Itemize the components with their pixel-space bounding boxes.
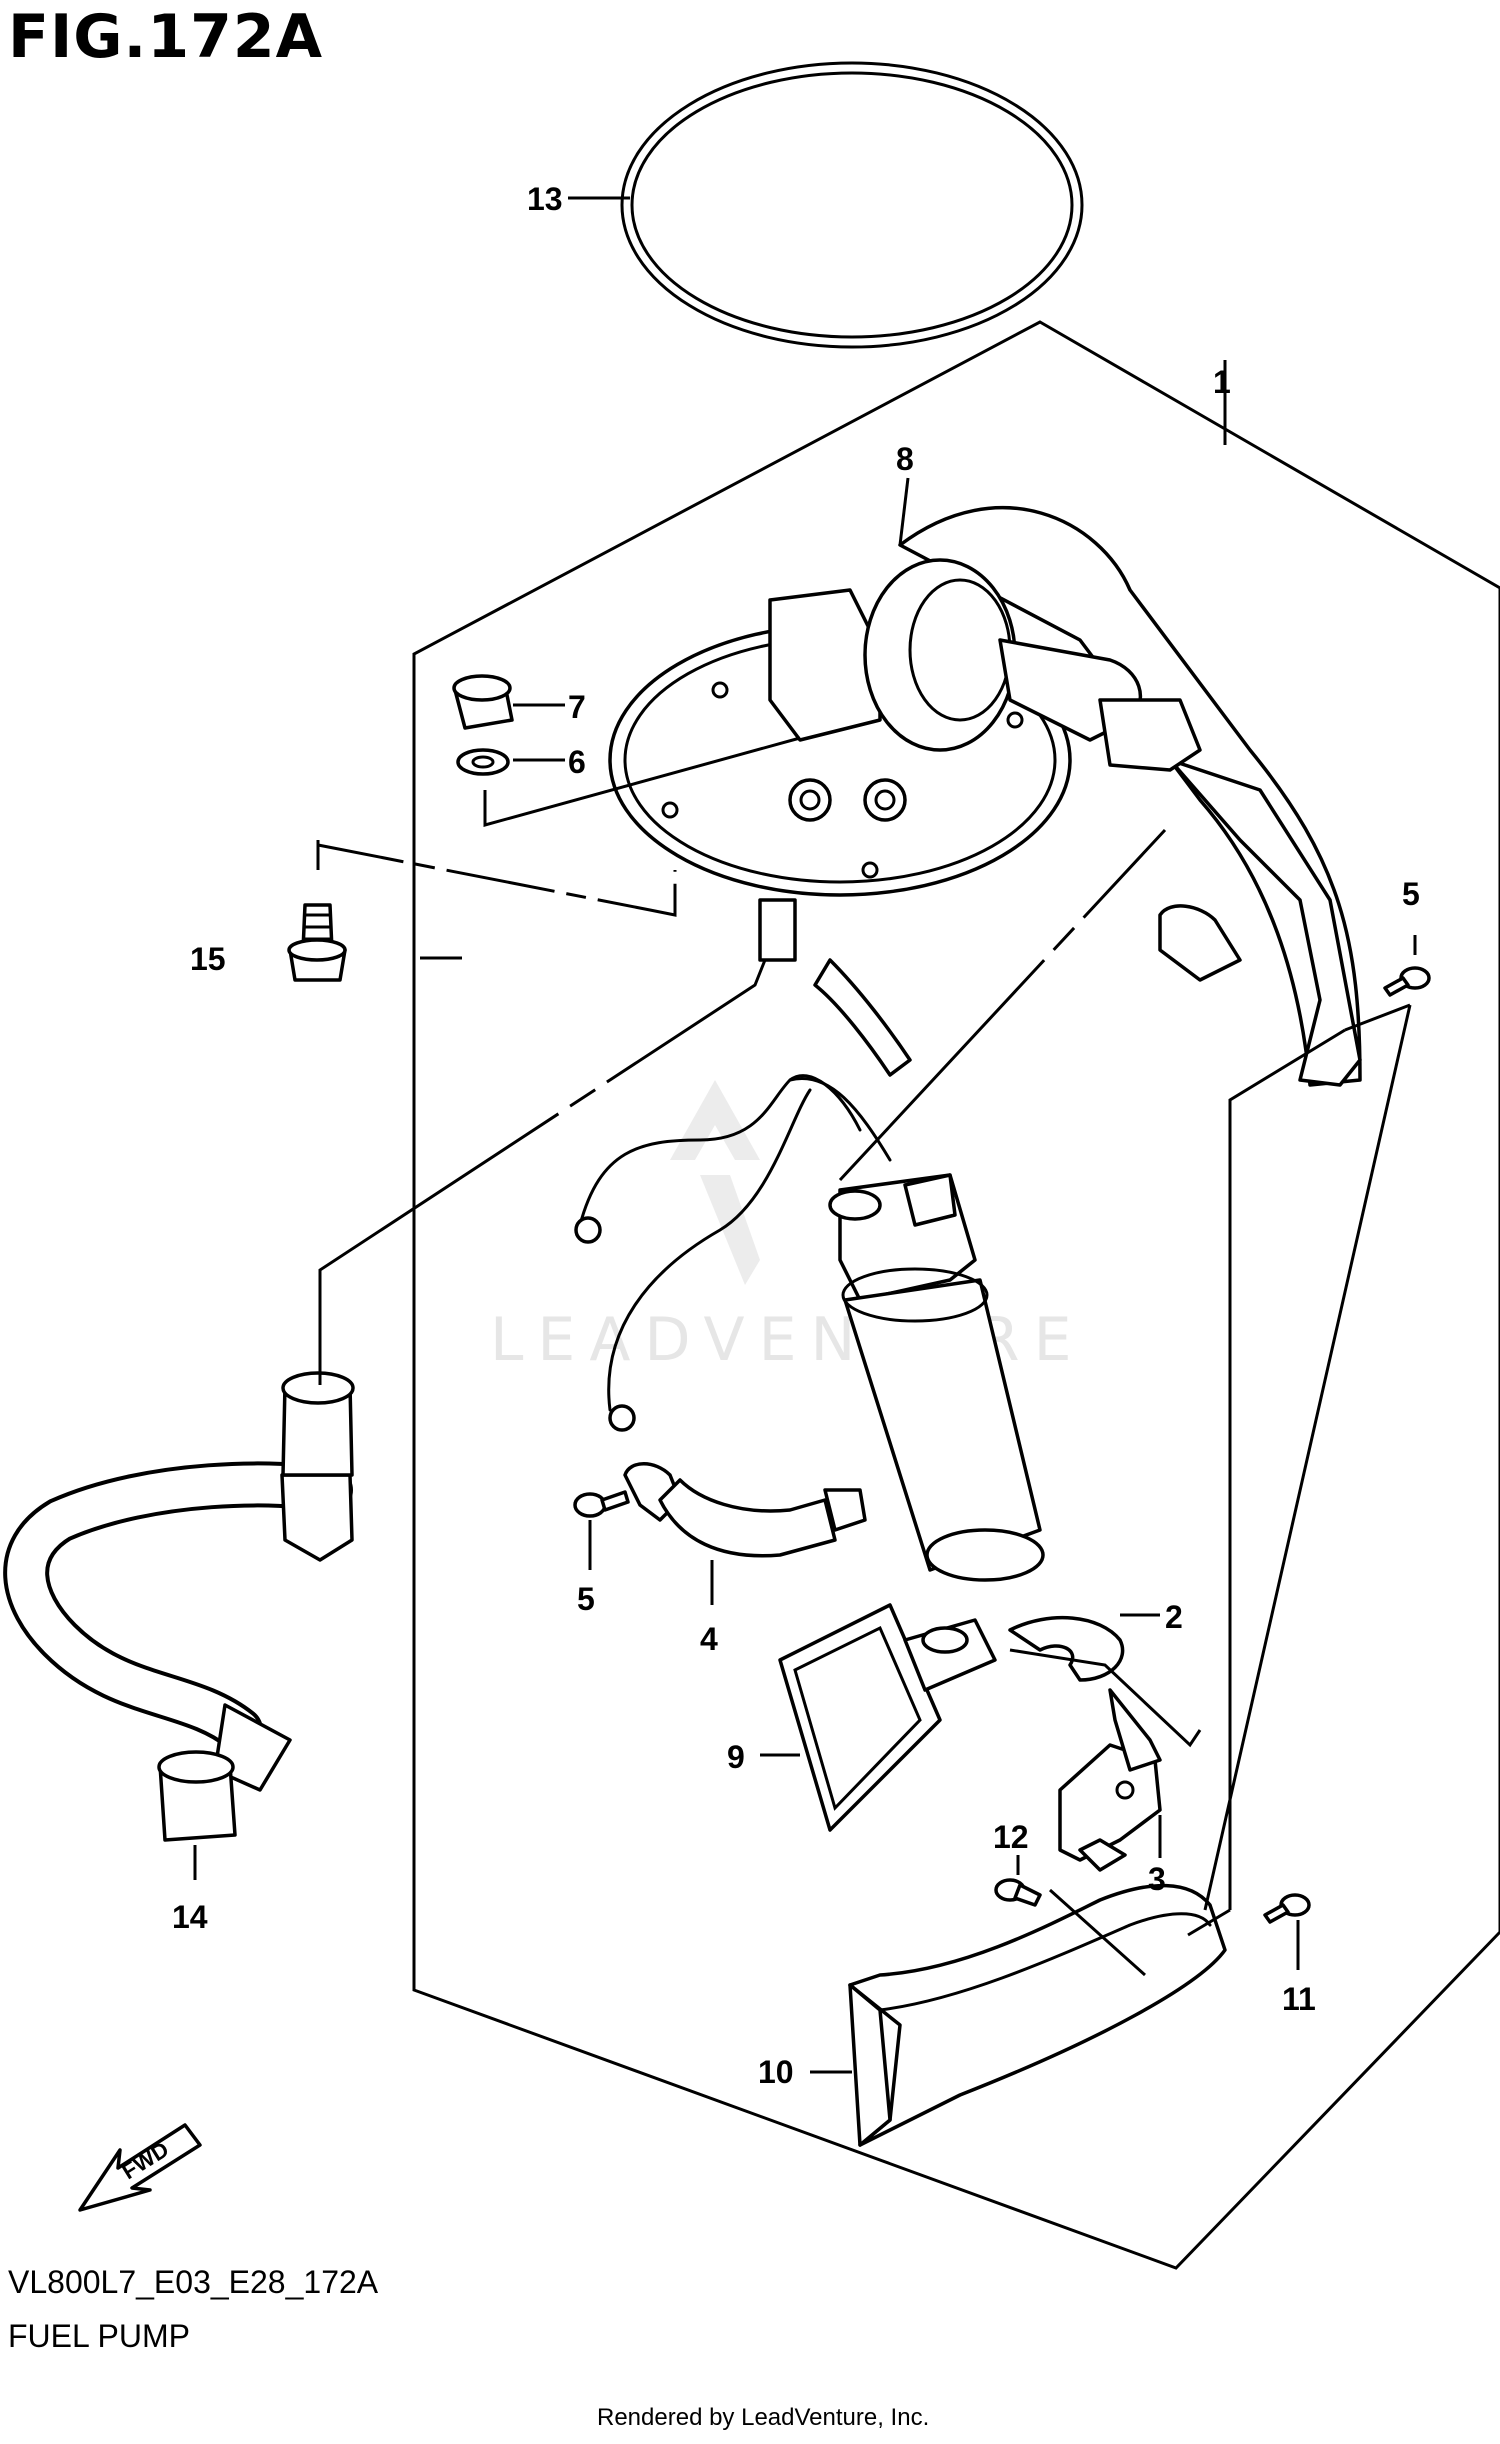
assembly-outline [412, 320, 1500, 2270]
nut-7 [452, 674, 514, 730]
diagram-code: VL800L7_E03_E28_172A [8, 2264, 379, 2300]
callout-14: 14 [172, 1899, 208, 1935]
screw-5-lower [573, 1490, 630, 1518]
washer-6 [456, 748, 510, 776]
callout-5-upper: 5 [1402, 876, 1420, 912]
callout-12: 12 [993, 1819, 1029, 1855]
callout-8: 8 [896, 441, 914, 477]
callout-labels: 1 2 3 4 5 5 6 7 8 9 10 11 12 13 14 15 [172, 181, 1420, 2090]
leader-lines [193, 196, 1417, 2074]
callout-15: 15 [190, 941, 226, 977]
screw-5-upper [1383, 966, 1431, 997]
bolt-15 [287, 903, 347, 982]
callout-5-lower: 5 [577, 1581, 595, 1617]
pump-bracket-4 [623, 1462, 867, 1558]
callout-7: 7 [568, 689, 586, 725]
clip-2 [1008, 1615, 1125, 1682]
fuel-pump-body [828, 1173, 1045, 1582]
callout-11: 11 [1282, 1981, 1316, 2017]
pump-plate-assembly-8 [608, 506, 1362, 1087]
callout-13: 13 [527, 181, 563, 217]
protector-10 [848, 1883, 1227, 2147]
screw-11 [1263, 1893, 1311, 1924]
fwd-arrow-icon: FWD [78, 2123, 202, 2212]
render-credit: Rendered by LeadVenture, Inc. [597, 2404, 930, 2431]
o-ring-13 [620, 61, 1084, 349]
callout-1: 1 [1213, 364, 1231, 400]
callout-9: 9 [727, 1739, 745, 1775]
wire-harness [574, 1074, 892, 1432]
callout-4: 4 [700, 1621, 718, 1657]
diagram-name: FUEL PUMP [8, 2318, 190, 2354]
screw-12 [994, 1878, 1042, 1907]
fuel-filter-9 [778, 1603, 997, 1832]
bracket-3 [1058, 1688, 1162, 1872]
callout-3: 3 [1148, 1861, 1166, 1897]
callout-10: 10 [758, 2054, 794, 2090]
fuel-hose-14 [3, 1371, 355, 1842]
callout-2: 2 [1165, 1599, 1183, 1635]
callout-6: 6 [568, 744, 586, 780]
figure-title: FIG.172A [8, 2, 324, 72]
